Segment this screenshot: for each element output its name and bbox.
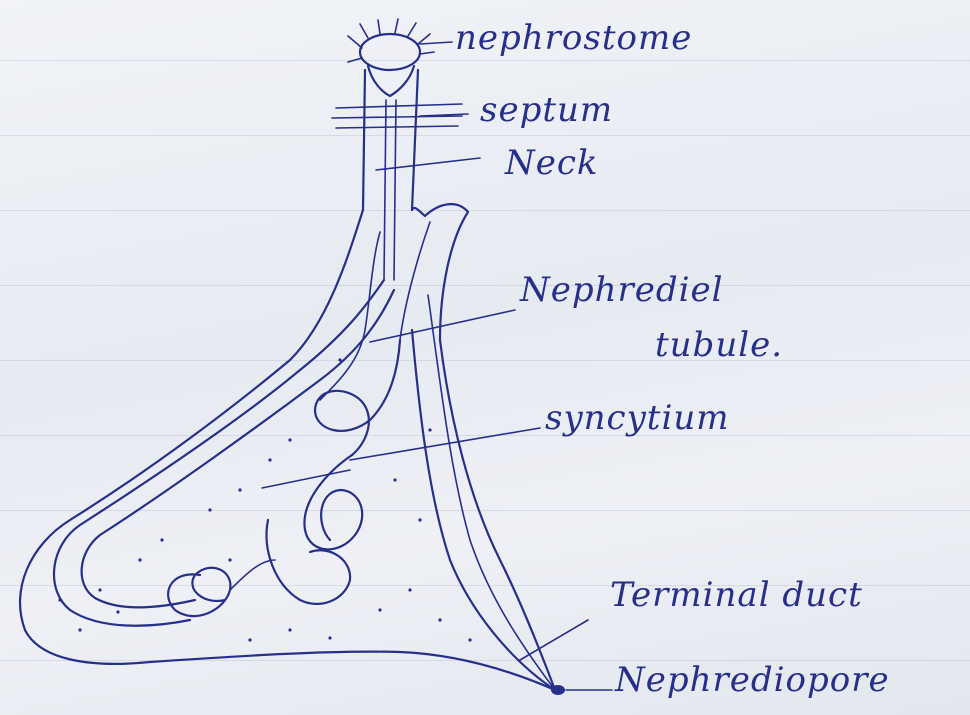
label-neck: Neck [505,143,599,183]
tubule-coils [168,340,400,616]
leader-nephrostome [420,42,452,44]
nephrostome-funnel [348,19,434,96]
label-terminal-duct: Terminal duct [610,575,863,615]
nephridium-outline [20,204,555,690]
nephridiopore-dot [551,685,565,695]
label-nephrostome: nephrostome [455,18,692,58]
label-nephridial-tubule-line1: Nephrediel [520,270,724,310]
label-nephridial-tubule-line2: tubule. [655,325,783,365]
leader-tubule [370,310,515,342]
label-nephridiopore: Nephrediopore [615,660,890,700]
septum-lines [332,104,462,128]
neck [363,70,418,280]
tubule-upper-arm [320,222,430,400]
leader-neck [376,158,480,170]
tubule-inner-loop [82,290,394,607]
leader-syncytium-2 [262,470,350,488]
leader-syncytium-1 [350,428,540,460]
label-septum: septum [480,90,613,130]
label-syncytium: syncytium [545,398,729,438]
